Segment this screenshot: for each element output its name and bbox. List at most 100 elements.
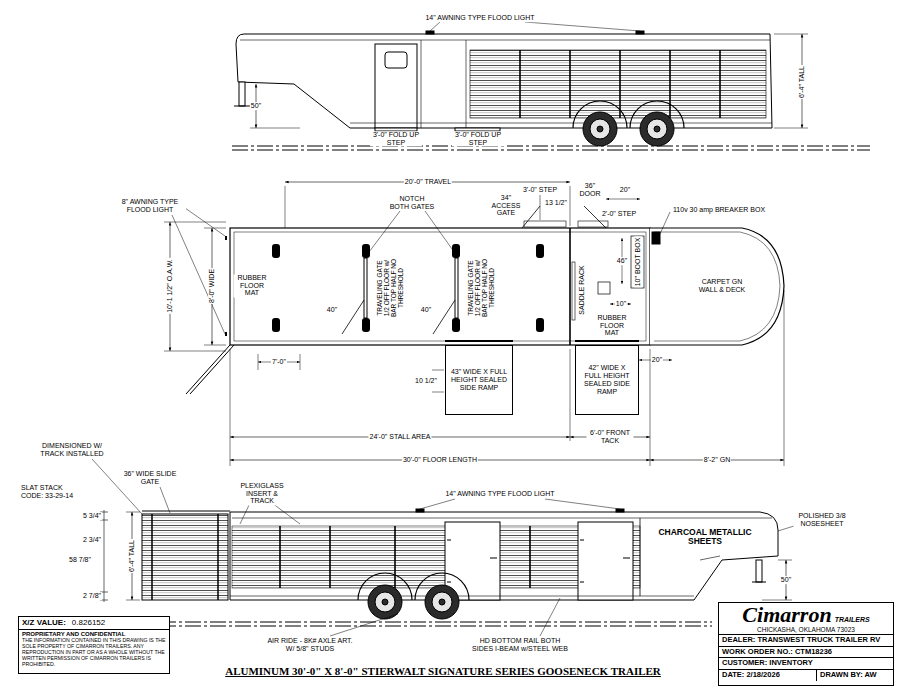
drawing-label: DIMENSIONED W/ TRACK INSTALLED xyxy=(36,442,108,457)
curb-side-view-part xyxy=(375,592,395,612)
proprietary-box: X/Z VALUE:0.826152PROPRIETARY AND CONFID… xyxy=(18,616,170,674)
curb-side-view-part xyxy=(142,511,230,512)
text-row: DATE: 2/18/2026DRAWN BY: AW xyxy=(719,669,893,681)
drawing-label: 20" xyxy=(651,356,663,364)
node-text: CUSTOMER: INVENTORY xyxy=(722,659,890,668)
drawing-label: 6'-0" FRONT TACK xyxy=(587,429,634,444)
drawing-label: RUBBER FLOOR MAT xyxy=(234,274,271,297)
node-text: TRAILERS xyxy=(835,616,870,626)
drawing-label: 58 7/8" xyxy=(68,556,92,564)
curb-side-view-part xyxy=(368,585,402,619)
drawing-label: SADDLE RACK xyxy=(578,264,586,315)
drawing-label: POLISHED 3/8 NOSESHEET xyxy=(794,512,851,527)
curb-side-view-part xyxy=(700,556,720,560)
post-symbol xyxy=(272,244,544,332)
street-side-view-part xyxy=(590,119,610,139)
drawing-label: 3'-0" STEP xyxy=(522,186,558,194)
drawing-label: 36" WIDE SLIDE GATE xyxy=(122,470,179,485)
side-ramp-box: 42" WIDE X FULL HEIGHT SEALED SIDE RAMP xyxy=(575,345,639,415)
curb-side-view-part xyxy=(439,599,445,605)
text-row: PROPRIETARY AND CONFIDENTIAL xyxy=(19,630,169,638)
curb-side-view-part xyxy=(152,514,218,600)
street-side-view-part xyxy=(232,150,870,151)
node-text: DEALER: TRANSWEST TRUCK TRAILER RV xyxy=(722,636,890,645)
node-text: 0.826152 xyxy=(72,618,105,628)
curb-side-view-part xyxy=(382,599,388,605)
text-row: CHICKASHA, OKLAHOMA 73023 xyxy=(719,626,893,634)
drawing-label: SLAT STACK CODE: 33-29-14 xyxy=(20,484,82,499)
curb-side-view-part xyxy=(100,510,108,602)
street-side-view-part xyxy=(350,123,772,124)
street-side-view-part xyxy=(647,119,667,139)
floor-plan-view-part xyxy=(445,340,639,342)
text-row: 42" WIDE X FULL HEIGHT SEALED SIDE RAMP xyxy=(579,364,635,396)
curb-side-view-part xyxy=(230,512,778,600)
drawing-label: 8'-2" GN xyxy=(703,456,731,464)
node-text: Cimarron xyxy=(742,604,831,626)
floor-plan-view-part xyxy=(366,211,457,256)
post-symbol-part xyxy=(362,318,370,332)
street-side-view-part xyxy=(636,31,644,34)
drawing-label: 110v 30 amp BREAKER BOX xyxy=(672,206,766,214)
drawing-label: CHARCOAL METALLIC SHEETS xyxy=(654,528,756,547)
drawing-label: 34" ACCESS GATE xyxy=(487,194,525,217)
drawing-label: 10" xyxy=(615,300,627,308)
curb-side-view-part xyxy=(445,522,500,600)
drawing-label: 24'-0" STALL AREA xyxy=(368,433,431,441)
drawing-label: TRAVELING GATE 1/2 OFF FLOOR w/ BAR TOP … xyxy=(376,256,405,320)
drawing-label: 5 3/4" xyxy=(82,512,102,520)
curb-side-view-part xyxy=(578,522,633,600)
street-side-view xyxy=(232,22,870,150)
curb-side-view-part xyxy=(232,518,772,519)
street-side-view-part xyxy=(232,146,870,147)
floor-plan-view-part xyxy=(204,228,226,345)
drawing-label: 3'-0" FOLD UP STEP xyxy=(452,131,504,146)
street-side-view-part xyxy=(426,31,434,34)
floor-plan-view-part xyxy=(524,221,566,227)
curb-side-view-part xyxy=(142,514,228,600)
floor-plan-view-part xyxy=(650,228,784,345)
floor-plan-view-part xyxy=(234,232,646,341)
curb-side-view-part xyxy=(420,499,620,509)
text-row: WORK ORDER NO.: CTM18236 xyxy=(719,646,893,658)
floor-plan-view-part xyxy=(569,228,571,345)
drawing-label: 36" DOOR xyxy=(577,182,604,197)
curb-side-view-part xyxy=(616,509,624,512)
text-row: 43" WIDE X FULL HEIGHT SEALED SIDE RAMP xyxy=(449,368,509,392)
street-side-view-part xyxy=(234,106,250,107)
drawing-label: RUBBER FLOOR MAT xyxy=(594,314,631,337)
drawing-title: ALUMINUM 30'-0" X 8'-0" STIERWALT SIGNAT… xyxy=(225,665,661,677)
curb-side-view-part xyxy=(752,582,766,583)
drawing-label: 2 7/8" xyxy=(82,592,102,600)
drawing-label: 8'-0" WIDE xyxy=(208,268,216,304)
street-side-view-part xyxy=(421,40,466,128)
curb-side-view-part xyxy=(778,526,794,531)
node-text: THE INFORMATION CONTAINED IN THIS DRAWIN… xyxy=(22,638,166,668)
drawing-label: 10'-1 1/2" O.A.W. xyxy=(166,258,174,314)
curb-side-view-part xyxy=(160,626,712,627)
floor-plan-view-part xyxy=(230,290,784,466)
drawing-label: AIR RIDE - 8K# AXLE ART. W/ 5/8" STUDS xyxy=(262,637,359,652)
street-side-view-part xyxy=(583,112,617,146)
floor-plan-view-part xyxy=(631,236,644,288)
floor-plan-view-part xyxy=(660,212,670,234)
curb-side-view-part xyxy=(416,509,424,512)
drawing-label: 2'-0" STEP xyxy=(601,210,637,218)
curb-side-view-part xyxy=(432,592,452,612)
drawing-label: 50" xyxy=(250,102,262,110)
drawing-label: 14" AWNING TYPE FLOOD LIGHT xyxy=(424,14,535,22)
node-text: CHICKASHA, OKLAHOMA 73023 xyxy=(719,626,893,633)
street-side-view-part xyxy=(240,40,770,41)
drawing-label: 6'-4" TALL xyxy=(798,65,806,99)
drawing-label: 14" AWNING TYPE FLOOD LIGHT xyxy=(444,490,555,498)
node-text: 42" WIDE X FULL HEIGHT SEALED SIDE RAMP xyxy=(579,364,635,396)
node-text: PROPRIETARY AND CONFIDENTIAL xyxy=(22,631,166,638)
drawing-label: 3'-0" FOLD UP STEP xyxy=(370,131,422,146)
drawing-label: 6'-4" TALL xyxy=(128,539,136,573)
drawing-label: TRAVELING GATE 1/2 OFF FLOOR w/ BAR TOP … xyxy=(467,256,496,320)
node-text: DRAWN BY: AW xyxy=(817,670,893,681)
floor-plan-view-part xyxy=(186,345,234,394)
drawing-label: 50" xyxy=(780,576,792,584)
drawing-label: PLEXIGLASS INSERT & TRACK xyxy=(236,482,288,505)
curb-side-view-part xyxy=(425,585,459,619)
